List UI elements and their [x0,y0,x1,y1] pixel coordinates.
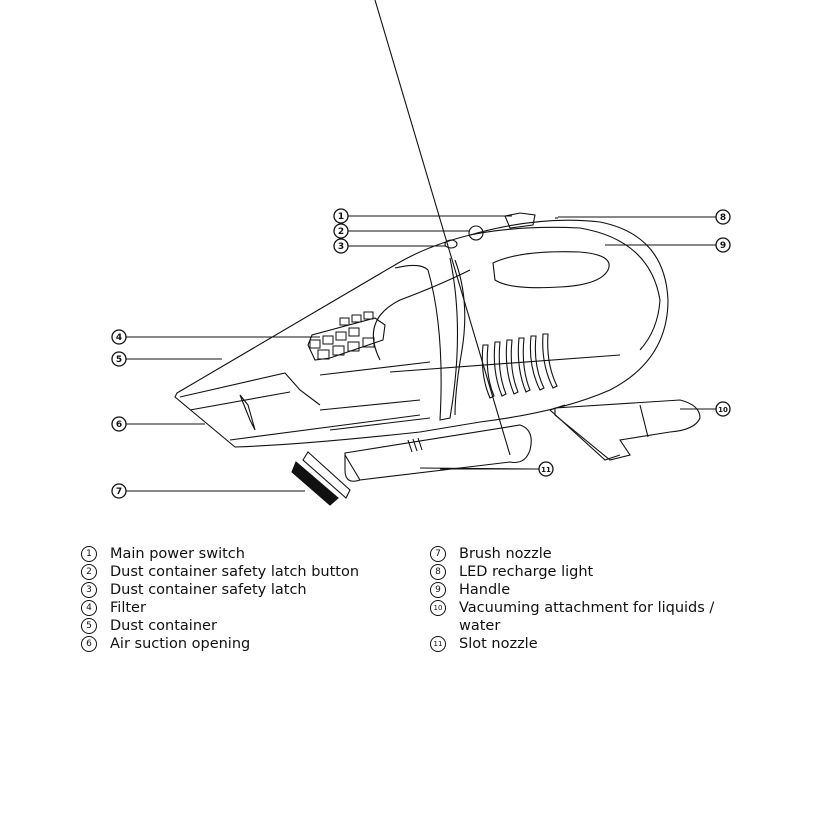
legend-number: 9 [430,582,446,598]
callout-2: 2 [338,227,344,237]
callout-1: 1 [338,212,344,222]
air-vents [481,333,558,399]
legend-label: Main power switch [110,546,245,562]
legend-label: Brush nozzle [459,546,552,562]
callout-5: 5 [116,355,122,365]
legend-number: 8 [430,564,446,580]
legend-label: Dust container [110,618,217,634]
legend-number: 5 [81,618,97,634]
vacuum-body [174,212,669,448]
brush-nozzle [291,451,351,506]
legend-label: Dust container safety latch [110,582,307,598]
callout-10: 10 [718,406,728,414]
liquid-attachment [548,399,701,461]
legend-number: 11 [430,636,446,652]
legend-label-continued: water [459,618,501,634]
legend-number: 3 [81,582,97,598]
legend-number: 6 [81,636,97,652]
callout-9: 9 [720,241,726,251]
legend-number: 4 [81,600,97,616]
legend-label: Dust container safety latch button [110,564,360,580]
callout-4: 4 [116,333,122,343]
callout-11: 11 [541,466,551,474]
leader-lines [126,215,716,492]
legend-label: Air suction opening [110,636,251,652]
legend-label: Handle [459,582,511,598]
callout-7: 7 [116,487,122,497]
legend-label: Vacuuming attachment for liquids / [459,600,715,616]
legend-label: Filter [110,600,146,616]
legend-number: 7 [430,546,446,562]
legend-label: Slot nozzle [459,636,538,652]
legend-label: LED recharge light [459,564,594,580]
legend-number: 10 [430,600,446,616]
legend-number: 1 [81,546,97,562]
filter-grid [309,311,375,360]
callout-markers [111,208,731,499]
callout-3: 3 [338,242,344,252]
callout-6: 6 [116,420,122,430]
callout-8: 8 [720,213,726,223]
legend-number: 2 [81,564,97,580]
